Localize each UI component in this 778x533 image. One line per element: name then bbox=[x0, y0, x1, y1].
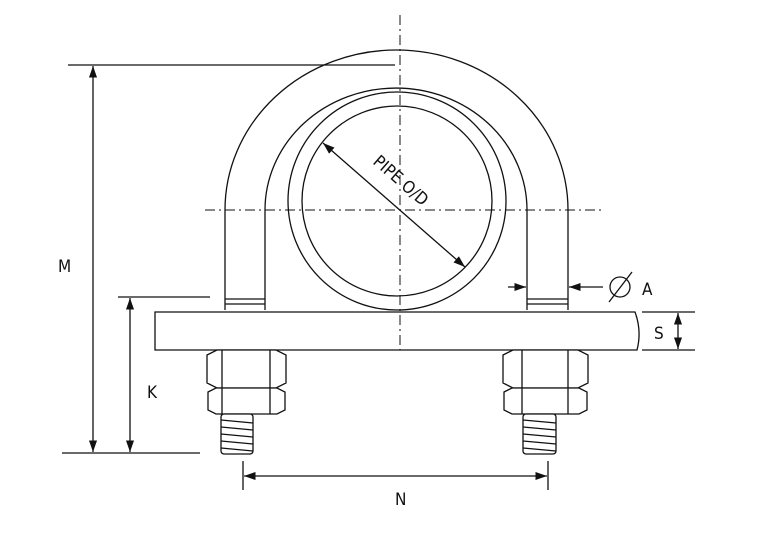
a-dimension: A bbox=[508, 271, 653, 303]
a-label: A bbox=[642, 280, 653, 300]
n-dimension: N bbox=[242, 461, 549, 510]
s-label: S bbox=[654, 324, 664, 344]
right-nut-assembly bbox=[502, 349, 589, 455]
m-label: M bbox=[58, 257, 71, 277]
u-bolt bbox=[224, 49, 569, 310]
n-label: N bbox=[395, 490, 406, 510]
diameter-symbol-icon bbox=[608, 271, 633, 303]
k-label: K bbox=[147, 383, 158, 403]
k-dimension: K bbox=[118, 296, 210, 452]
base-plate bbox=[154, 311, 640, 351]
left-nut-assembly bbox=[206, 349, 287, 455]
m-dimension: M bbox=[58, 64, 395, 454]
pipe bbox=[287, 91, 507, 311]
pipe-od-arrow bbox=[322, 142, 466, 268]
s-dimension: S bbox=[642, 311, 695, 351]
